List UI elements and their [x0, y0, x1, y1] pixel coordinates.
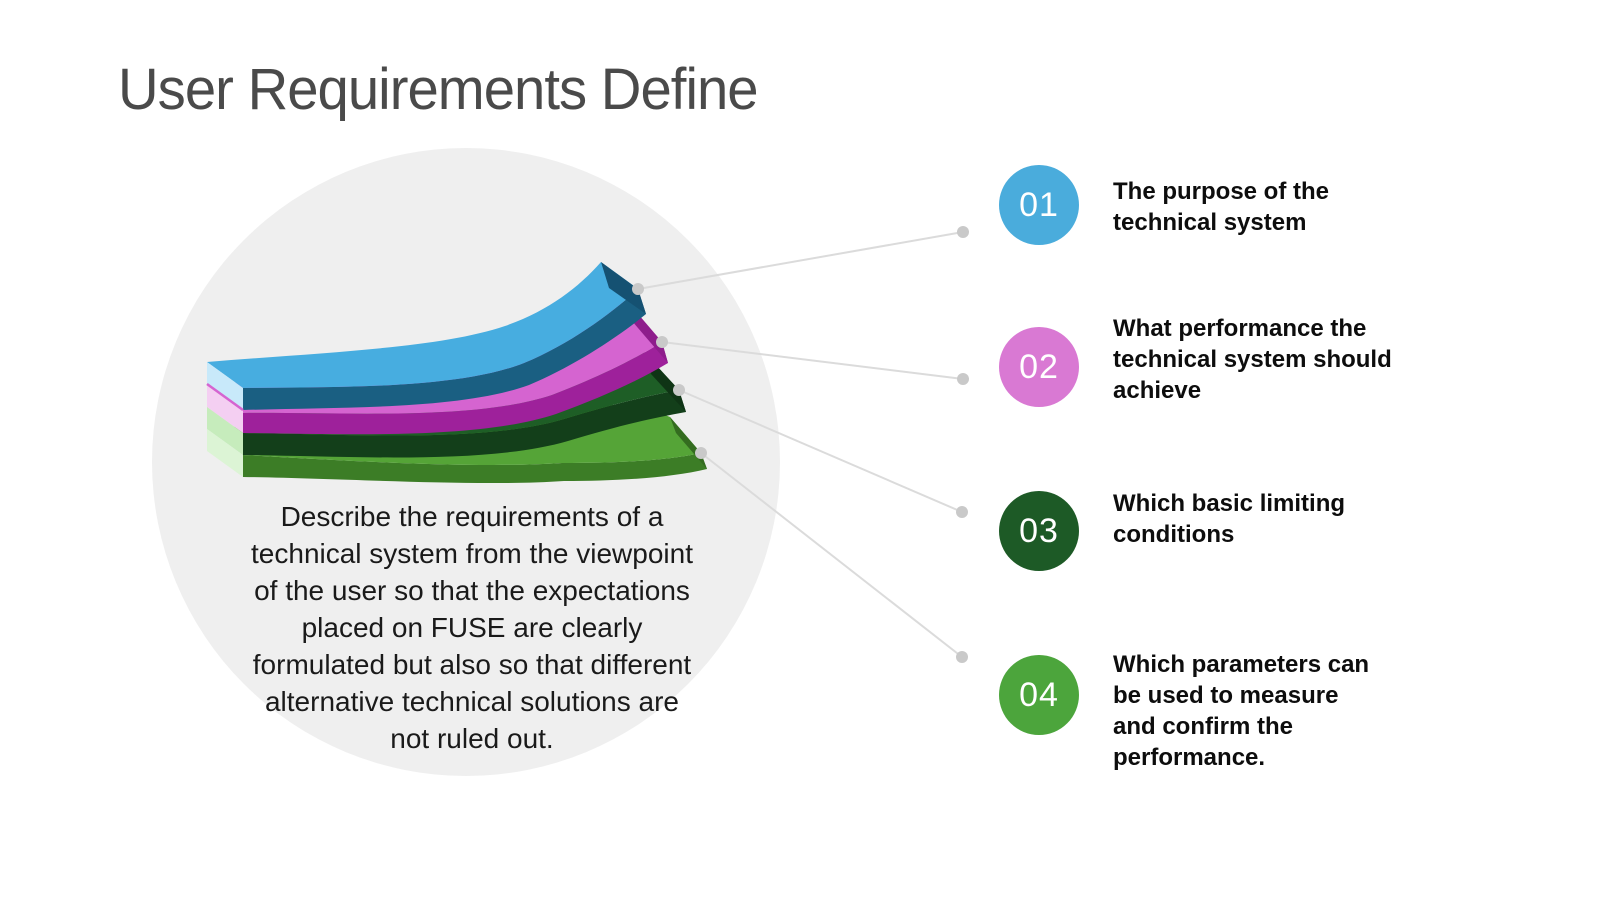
step-number-3: 03 — [1019, 511, 1059, 550]
cap-blue — [207, 362, 243, 410]
ribbon-left-caps — [206, 362, 244, 477]
page-title: User Requirements Define — [118, 57, 759, 122]
connector-line-1 — [637, 231, 964, 290]
cap-magenta-edge — [206, 382, 244, 412]
ribbon-blue — [207, 262, 646, 410]
connector-dot-tip-2 — [656, 336, 668, 348]
connector-dot-end-1 — [957, 226, 969, 238]
connector-dot-tip-3 — [673, 384, 685, 396]
center-description: Describe the requirements of a technical… — [251, 501, 693, 754]
ribbon-dark-green-front — [243, 390, 686, 458]
step-number-1: 01 — [1019, 185, 1059, 224]
connector-dot-tip-1 — [632, 283, 644, 295]
cap-magenta — [207, 384, 243, 433]
step-label-4: Which parameters can be used to measure … — [1113, 651, 1370, 771]
connector-dot-end-2 — [957, 373, 969, 385]
connectors — [632, 226, 969, 663]
connector-dot-end-4 — [956, 651, 968, 663]
step-number-2: 02 — [1019, 347, 1059, 386]
ribbon-blue-tip — [601, 262, 646, 314]
connector-dot-tip-4 — [695, 447, 707, 459]
step-circle-2: 02 — [999, 327, 1079, 407]
ribbon-magenta-front — [243, 342, 668, 435]
ribbon-light-green-front — [243, 453, 707, 484]
connector-line-2 — [661, 341, 964, 380]
connector-line-4 — [700, 452, 963, 658]
step-number-4: 04 — [1019, 675, 1059, 714]
step-circle-4: 04 — [999, 655, 1079, 735]
cap-light-green — [207, 429, 243, 477]
connector-line-3 — [678, 389, 963, 513]
step-label-2: What performance the technical system sh… — [1113, 315, 1392, 404]
cap-dark-green — [207, 407, 243, 455]
step-circle-1: 01 — [999, 165, 1079, 245]
ribbon-blue-front — [243, 289, 646, 410]
ribbon-blue-top — [207, 262, 638, 388]
connector-dot-end-3 — [956, 506, 968, 518]
step-label-3: Which basic limiting conditions — [1113, 490, 1346, 548]
step-circle-3: 03 — [999, 491, 1079, 571]
step-label-1: The purpose of the technical system — [1113, 178, 1329, 236]
